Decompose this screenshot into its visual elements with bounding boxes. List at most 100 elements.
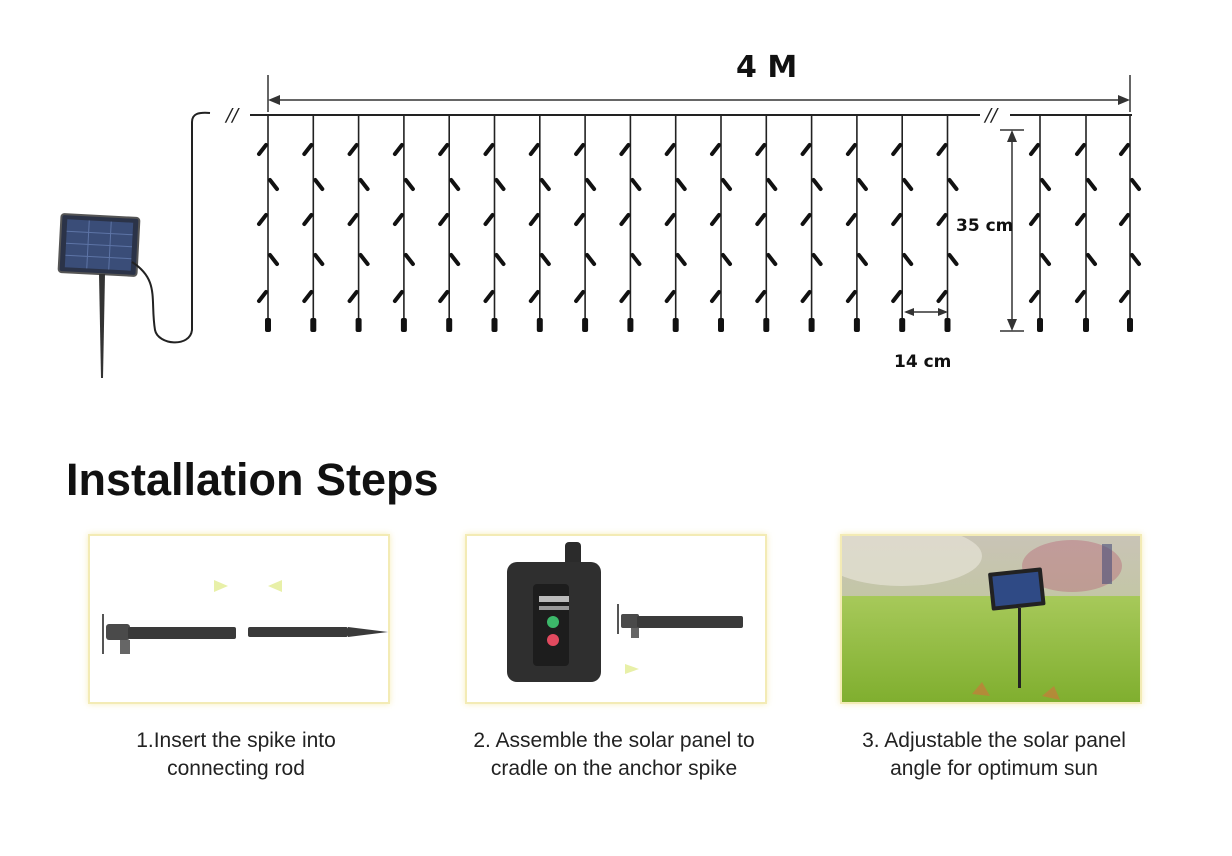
led-bulb: [438, 213, 450, 226]
width-label: 4 M: [736, 50, 798, 85]
light-strand: [800, 115, 823, 332]
led-bulb: [1040, 178, 1051, 191]
step-2-caption-line-2: cradle on the anchor spike: [490, 757, 738, 780]
step-1-caption-line-2: connecting rod: [167, 757, 305, 780]
led-bulb: [257, 290, 268, 303]
led-bulb: [302, 143, 314, 156]
led-bulb: [528, 290, 540, 303]
strand-end-cap: [310, 318, 317, 332]
led-bulb: [800, 213, 812, 226]
light-strand: [619, 115, 642, 332]
led-bulb: [539, 178, 551, 191]
led-bulb: [392, 213, 404, 226]
light-strand: [710, 115, 732, 332]
strand-end-cap: [672, 318, 679, 332]
light-strand: [392, 115, 415, 332]
led-bulb: [585, 178, 597, 191]
strand-end-cap: [491, 318, 498, 332]
led-bulb: [438, 290, 450, 303]
light-curtain-diagram: // // 4 M 35 cm 14 cm: [0, 0, 1232, 420]
led-bulb: [302, 213, 314, 226]
strand-end-cap: [446, 318, 453, 332]
led-bulb: [755, 143, 767, 156]
led-bulb: [347, 290, 359, 303]
solar-panel-icon: [57, 213, 141, 378]
step-1-caption: 1.Insert the spike into connecting rod: [46, 727, 426, 783]
led-bulb: [630, 178, 642, 191]
led-bulb: [358, 253, 370, 266]
led-bulb: [313, 253, 325, 266]
led-bulb: [1075, 213, 1086, 226]
led-bulb: [449, 253, 461, 266]
led-bulb: [403, 253, 415, 266]
light-strand: [936, 115, 959, 332]
led-bulb: [664, 143, 676, 156]
led-bulb: [302, 290, 314, 303]
light-strand: [1029, 115, 1051, 332]
led-bulb: [800, 143, 812, 156]
led-bulb: [856, 178, 868, 191]
led-bulb: [347, 213, 359, 226]
led-bulb: [1119, 213, 1130, 226]
led-bulb: [494, 178, 506, 191]
led-bulb: [947, 253, 959, 266]
light-curtain-drawing: // //: [57, 75, 1141, 378]
led-bulb: [313, 178, 325, 191]
strand-end-cap: [582, 318, 589, 332]
led-bulb: [574, 143, 586, 156]
led-bulb: [403, 178, 415, 191]
strand-end-cap: [265, 318, 271, 332]
step-2-caption-line-1: 2. Assemble the solar panel to: [473, 729, 755, 752]
led-bulb: [710, 213, 721, 226]
led-bulb: [664, 290, 676, 303]
led-bulb: [392, 143, 404, 156]
led-bulb: [358, 178, 370, 191]
led-bulb: [800, 290, 812, 303]
led-bulb: [257, 213, 268, 226]
strand-end-cap: [1037, 318, 1043, 332]
strand-end-cap: [1127, 318, 1133, 332]
led-bulb: [664, 213, 676, 226]
led-bulb: [845, 290, 857, 303]
light-strand: [483, 115, 506, 332]
led-bulb: [574, 290, 586, 303]
led-bulb: [947, 178, 959, 191]
spacing-label: 14 cm: [894, 352, 952, 372]
step-3-caption-line-2: angle for optimum sun: [890, 757, 1098, 780]
led-bulb: [811, 253, 823, 266]
light-strand: [755, 115, 778, 332]
light-strand: [302, 115, 325, 332]
strand-end-cap: [536, 318, 543, 332]
led-bulb: [721, 178, 732, 191]
led-bulb: [257, 143, 268, 156]
led-bulb: [902, 178, 914, 191]
led-bulb: [1040, 253, 1051, 266]
led-bulb: [585, 253, 597, 266]
light-strand: [1075, 115, 1097, 332]
led-bulb: [449, 178, 461, 191]
light-strand: [574, 115, 597, 332]
led-bulb: [902, 253, 914, 266]
led-bulb: [539, 253, 551, 266]
led-bulb: [1130, 253, 1141, 266]
light-strand: [845, 115, 868, 332]
strand-end-cap: [808, 318, 815, 332]
led-bulb: [483, 290, 495, 303]
led-bulb: [675, 178, 687, 191]
led-bulb: [710, 290, 721, 303]
light-strand: [664, 115, 687, 332]
strand-end-cap: [899, 318, 906, 332]
step-2-image: [465, 534, 767, 704]
light-strand: [438, 115, 461, 332]
strand-end-cap: [355, 318, 362, 332]
spike-rod-illustration: [102, 580, 388, 654]
strand-end-cap: [763, 318, 770, 332]
solar-panel-icon: [988, 567, 1046, 611]
led-bulb: [755, 213, 767, 226]
led-bulb: [1119, 290, 1130, 303]
light-drops: [257, 115, 1141, 332]
led-bulb: [766, 178, 778, 191]
power-cable: [131, 111, 211, 344]
led-bulb: [936, 213, 948, 226]
led-bulb: [1086, 253, 1097, 266]
